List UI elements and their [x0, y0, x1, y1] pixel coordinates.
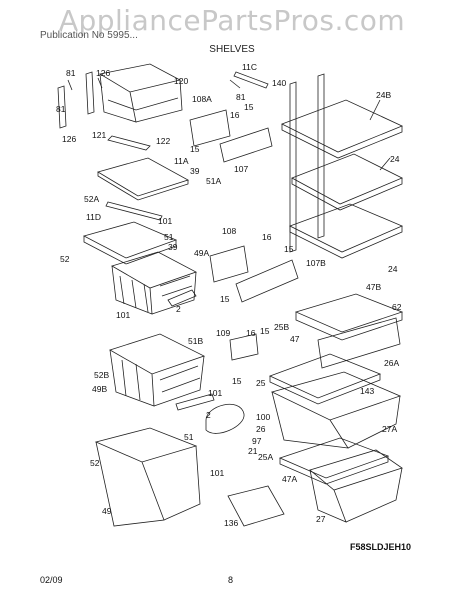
callout-121: 121	[92, 130, 106, 140]
callout-49a: 49A	[194, 248, 209, 258]
callout-52b: 52B	[94, 370, 109, 380]
callout-81: 81	[66, 68, 76, 78]
callout-107: 107	[234, 164, 248, 174]
diagram-drawing	[57, 63, 404, 527]
callout-101-b: 101	[116, 310, 130, 320]
callout-11d: 11D	[86, 212, 101, 222]
callout-51-b: 51	[184, 432, 194, 442]
callout-62: 62	[392, 302, 402, 312]
callout-labels: 81 126 120 11C 140 81 126 121 122 108A 8…	[56, 62, 411, 552]
callout-27a: 27A	[382, 424, 397, 434]
callout-109: 109	[216, 328, 230, 338]
callout-52-b: 52	[90, 458, 100, 468]
callout-126-b: 126	[62, 134, 76, 144]
callout-47a: 47A	[282, 474, 297, 484]
callout-101: 101	[158, 216, 172, 226]
callout-81-b: 81	[56, 104, 66, 114]
callout-26a: 26A	[384, 358, 399, 368]
callout-24: 24	[390, 154, 400, 164]
callout-16-c: 16	[246, 328, 256, 338]
section-title: SHELVES	[209, 44, 255, 55]
callout-108: 108	[222, 226, 236, 236]
callout-2-b: 2	[206, 410, 211, 420]
callout-120: 120	[174, 76, 188, 86]
callout-26: 26	[256, 424, 266, 434]
footer-date: 02/09	[40, 575, 63, 585]
callout-25b: 25B	[274, 322, 289, 332]
callout-24-b: 24	[388, 264, 398, 274]
callout-108a: 108A	[192, 94, 212, 104]
callout-15-d: 15	[220, 294, 230, 304]
publication-subtitle: Publication No 5995...	[40, 30, 138, 41]
callout-39-b: 39	[168, 242, 178, 252]
callout-81-c: 81	[236, 92, 246, 102]
callout-15-e: 15	[260, 326, 270, 336]
diagram-code: F58SLDJEH10	[350, 542, 411, 552]
callout-52: 52	[60, 254, 70, 264]
callout-101-c: 101	[208, 388, 222, 398]
callout-25: 25	[256, 378, 266, 388]
callout-15: 15	[244, 102, 254, 112]
callout-52a: 52A	[84, 194, 99, 204]
callout-51: 51	[164, 232, 174, 242]
callout-49b: 49B	[92, 384, 107, 394]
callout-100: 100	[256, 412, 270, 422]
callout-11c: 11C	[242, 62, 257, 72]
callout-49: 49	[102, 506, 112, 516]
callout-21: 21	[248, 446, 258, 456]
callout-47: 47	[290, 334, 300, 344]
callout-24b: 24B	[376, 90, 391, 100]
callout-15-b: 15	[190, 144, 200, 154]
callout-11a: 11A	[174, 156, 189, 166]
footer-page-number: 8	[228, 575, 234, 585]
callout-122: 122	[156, 136, 170, 146]
callout-140: 140	[272, 78, 286, 88]
callout-15-f: 15	[232, 376, 242, 386]
callout-101-d: 101	[210, 468, 224, 478]
callout-136: 136	[224, 518, 238, 528]
callout-15-c: 15	[284, 244, 294, 254]
callout-39: 39	[190, 166, 200, 176]
callout-47b: 47B	[366, 282, 381, 292]
callout-16-b: 16	[262, 232, 272, 242]
callout-107b: 107B	[306, 258, 326, 268]
callout-143: 143	[360, 386, 374, 396]
callout-51b: 51B	[188, 336, 203, 346]
callout-2: 2	[176, 304, 181, 314]
watermark: AppliancePartsPros.com	[58, 4, 406, 37]
callout-25a: 25A	[258, 452, 273, 462]
callout-16: 16	[230, 110, 240, 120]
callout-51a: 51A	[206, 176, 221, 186]
callout-27: 27	[316, 514, 326, 524]
callout-126: 126	[96, 68, 110, 78]
callout-97: 97	[252, 436, 262, 446]
